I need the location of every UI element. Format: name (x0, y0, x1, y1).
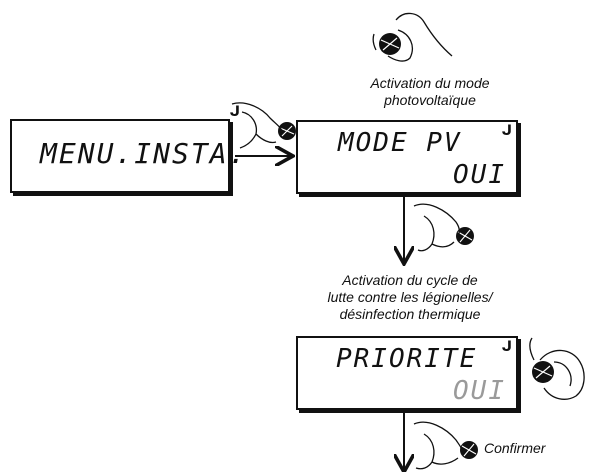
hand-icon (231, 102, 283, 149)
caption-line: désinfection thermique (339, 306, 481, 322)
knob-icon (456, 227, 474, 245)
lcd-title: PRIORITE (336, 344, 478, 374)
lcd-title: MENU.INSTA. (40, 137, 248, 170)
caption-line: Activation du mode (370, 75, 490, 91)
caption-line: lutte contre les légionelles/ (327, 289, 493, 305)
knob-icon (460, 441, 478, 459)
lcd-value: OUI (453, 376, 506, 406)
lcd-screen-priorite: PRIORITE OUI ᒍ (296, 336, 518, 410)
caption-line: photovoltaïque (384, 92, 476, 108)
wrench-icon: ᒍ (501, 339, 512, 355)
caption-photovoltaic-activation: Activation du mode photovoltaïque (320, 75, 540, 109)
wrench-icon: ᒍ (229, 104, 240, 120)
caption-legionella-cycle: Activation du cycle de lutte contre les … (290, 272, 530, 323)
hand-icon (413, 421, 463, 470)
knob-icon (532, 361, 554, 383)
lcd-value: OUI (453, 160, 506, 190)
caption-confirm: Confirmer (484, 440, 546, 456)
knob-icon (379, 33, 401, 55)
wrench-icon: ᒍ (501, 123, 512, 139)
knob-icon (278, 122, 296, 140)
lcd-screen-menu-insta: MENU.INSTA. ᒍ (10, 105, 245, 193)
lcd-screen-mode-pv: MODE PV OUI ᒍ (296, 120, 518, 194)
hand-icon (413, 203, 460, 252)
hand-icon (529, 337, 585, 400)
hand-icon (372, 12, 453, 62)
caption-line: Activation du cycle de (342, 272, 478, 288)
lcd-title: MODE PV (338, 128, 462, 158)
